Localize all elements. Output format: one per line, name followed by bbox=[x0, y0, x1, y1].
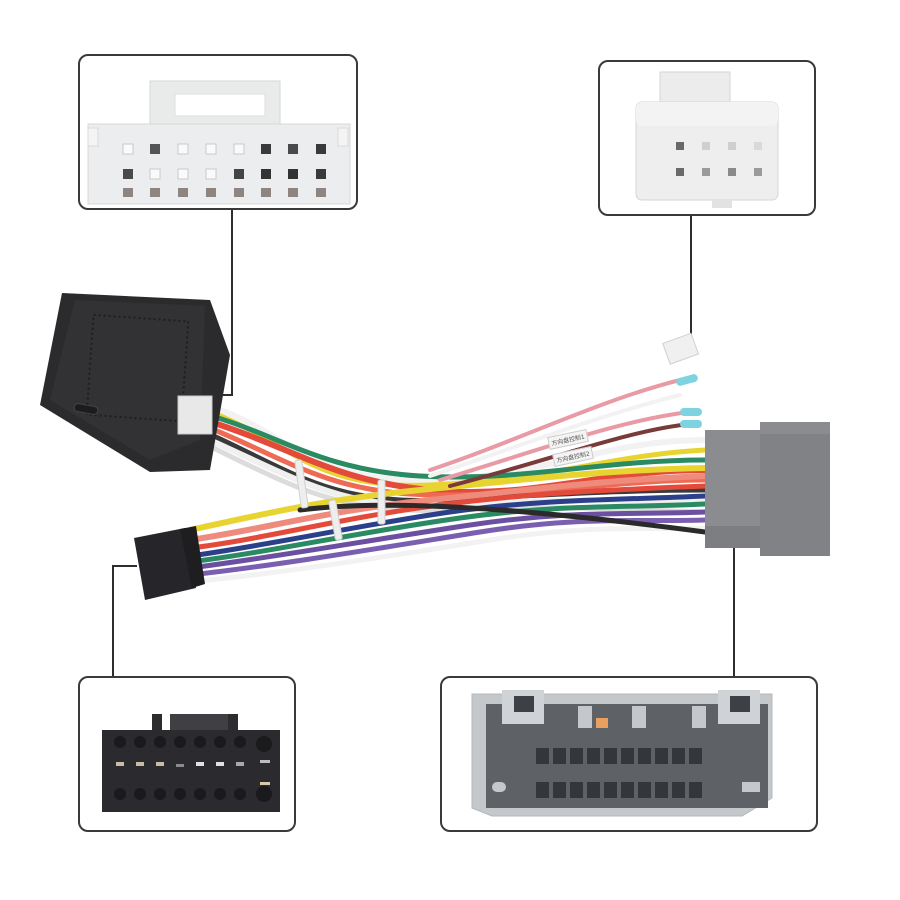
callout-line-bottom-left-vertical bbox=[112, 565, 114, 678]
callout-line-bottom-right bbox=[733, 547, 735, 678]
canbus-decoder-box bbox=[40, 293, 230, 472]
grey-24pin-connector-image bbox=[471, 690, 773, 817]
callout-line-top-left-vertical bbox=[231, 209, 233, 396]
white-8pin-connector-image bbox=[635, 71, 779, 208]
white-24pin-connector-image bbox=[87, 80, 351, 205]
callout-line-top-right bbox=[690, 214, 692, 344]
iso-16pin-connector bbox=[134, 526, 205, 600]
callout-line-bottom-left-horizontal bbox=[112, 565, 137, 567]
wire-label-steering-control-2: 方向盘控制2 bbox=[552, 446, 594, 467]
callout-box-top-right bbox=[598, 60, 816, 216]
callout-box-bottom-left bbox=[78, 676, 296, 832]
grey-vehicle-connector bbox=[705, 422, 830, 556]
callout-line-top-left-horizontal bbox=[210, 394, 233, 396]
black-16pin-connector-image bbox=[102, 714, 280, 812]
callout-box-bottom-right bbox=[440, 676, 818, 832]
callout-box-top-left bbox=[78, 54, 358, 210]
